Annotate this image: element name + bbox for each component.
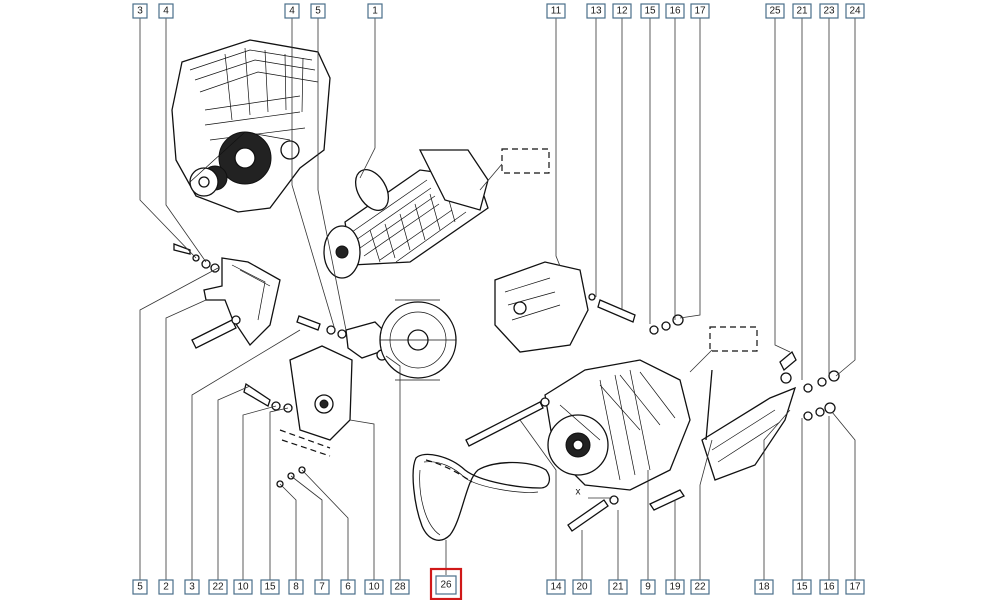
svg-text:15: 15	[796, 582, 808, 593]
label-28-bottom: 28	[390, 579, 410, 595]
label-21-top: 21	[792, 3, 812, 19]
svg-text:5: 5	[315, 6, 321, 17]
svg-text:6: 6	[345, 582, 351, 593]
svg-text:11: 11	[551, 6, 562, 17]
label-17-bottom: 17	[845, 579, 865, 595]
svg-text:4: 4	[289, 6, 295, 17]
svg-text:21: 21	[796, 6, 808, 17]
label-5-bottom: 5	[132, 579, 148, 595]
svg-text:5: 5	[137, 582, 143, 593]
label-13-top: 13	[586, 3, 606, 19]
label-15-bottom-a: 15	[260, 579, 280, 595]
top-label-row: 3 4 4 5 1 11 13 12 15 16 17 25 21 23 24	[132, 3, 865, 19]
svg-text:2: 2	[163, 582, 169, 593]
svg-text:16: 16	[669, 6, 681, 17]
alternator-bracket	[494, 261, 684, 353]
svg-text:1: 1	[372, 6, 378, 17]
label-18-bottom: 18	[754, 579, 774, 595]
svg-text:10: 10	[368, 582, 380, 593]
svg-text:3: 3	[189, 582, 195, 593]
label-2-bottom: 2	[158, 579, 174, 595]
label-4-top-b: 4	[284, 3, 300, 19]
x-annotation: x	[576, 487, 581, 498]
svg-text:17: 17	[849, 582, 861, 593]
left-bracket-assembly	[173, 243, 389, 488]
svg-text:25: 25	[769, 6, 781, 17]
svg-text:28: 28	[394, 582, 406, 593]
svg-text:19: 19	[669, 582, 681, 593]
svg-text:10: 10	[237, 582, 249, 593]
svg-text:14: 14	[550, 582, 562, 593]
label-7-bottom: 7	[314, 579, 330, 595]
svg-text:7: 7	[319, 582, 325, 593]
svg-text:22: 22	[212, 582, 224, 593]
label-19-bottom: 19	[665, 579, 685, 595]
label-11-top: 11	[546, 3, 566, 19]
label-15-bottom-b: 15	[792, 579, 812, 595]
svg-text:12: 12	[616, 6, 628, 17]
label-10-bottom-b: 10	[364, 579, 384, 595]
label-20-bottom: 20	[572, 579, 592, 595]
label-10-bottom-a: 10	[233, 579, 253, 595]
svg-text:26: 26	[440, 580, 452, 591]
label-6-bottom: 6	[340, 579, 356, 595]
svg-text:20: 20	[576, 582, 588, 593]
svg-text:18: 18	[758, 582, 770, 593]
label-23-top: 23	[819, 3, 839, 19]
pulley-hub	[379, 299, 457, 381]
label-22-bottom-b: 22	[690, 579, 710, 595]
label-16-bottom: 16	[819, 579, 839, 595]
highlight-frame	[429, 567, 463, 600]
label-5-top: 5	[310, 3, 326, 19]
starter-motor	[323, 148, 550, 279]
label-22-bottom-a: 22	[208, 579, 228, 595]
svg-text:9: 9	[645, 582, 651, 593]
label-21-bottom: 21	[608, 579, 628, 595]
svg-text:21: 21	[612, 582, 624, 593]
svg-text:8: 8	[293, 582, 299, 593]
label-14-bottom: 14	[546, 579, 566, 595]
drive-belt	[412, 453, 551, 541]
label-16-top: 16	[665, 3, 685, 19]
svg-text:23: 23	[823, 6, 835, 17]
svg-text:13: 13	[590, 6, 602, 17]
label-17-top: 17	[690, 3, 710, 19]
svg-text:24: 24	[849, 6, 861, 17]
label-3-bottom: 3	[184, 579, 200, 595]
svg-text:4: 4	[163, 6, 169, 17]
alternator: x	[465, 326, 758, 532]
svg-text:22: 22	[694, 582, 706, 593]
label-24-top: 24	[845, 3, 865, 19]
svg-text:15: 15	[264, 582, 276, 593]
svg-text:17: 17	[694, 6, 706, 17]
label-4-top-a: 4	[158, 3, 174, 19]
label-8-bottom: 8	[288, 579, 304, 595]
label-26-bottom: 26	[429, 567, 463, 600]
label-1-top: 1	[367, 3, 383, 19]
engine-illustration	[171, 39, 331, 213]
tensioner-bracket	[701, 350, 840, 481]
svg-text:15: 15	[644, 6, 656, 17]
label-12-top: 12	[612, 3, 632, 19]
label-9-bottom: 9	[640, 579, 656, 595]
label-25-top: 25	[765, 3, 785, 19]
bottom-label-row: 5 2 3 22 10 15 8 7 6 10 28 26 14 20 21 9…	[132, 567, 865, 600]
svg-text:16: 16	[823, 582, 835, 593]
leader-lines	[139, 17, 856, 585]
label-3-top: 3	[132, 3, 148, 19]
label-15-top: 15	[640, 3, 660, 19]
svg-text:3: 3	[137, 6, 143, 17]
